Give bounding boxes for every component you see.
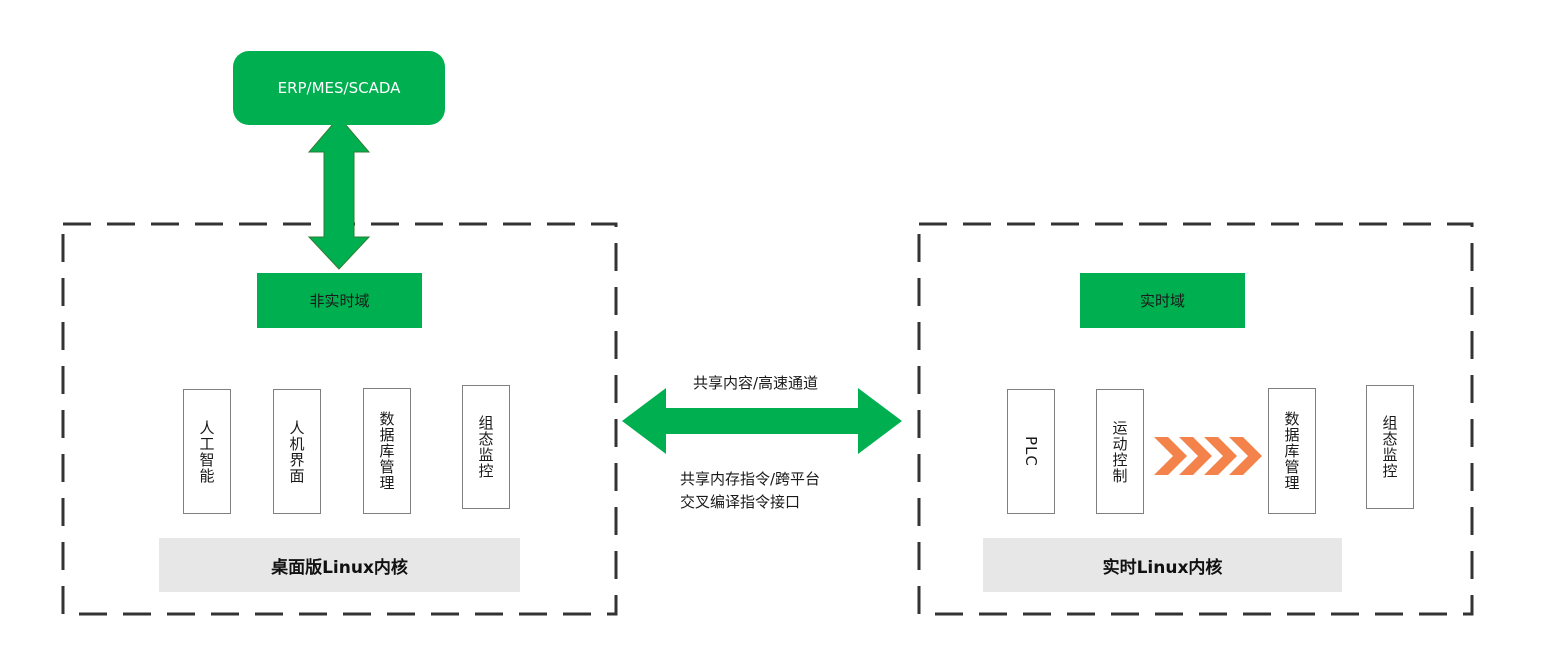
realtime-domain-label: 实时域 <box>1139 292 1185 310</box>
vertical-double-arrow-icon <box>307 116 371 270</box>
right-module-motion-control: 运动控制 <box>1096 389 1144 514</box>
left-module-ai: 人工智能 <box>183 389 231 514</box>
left-module-ai-label: 人工智能 <box>197 419 216 484</box>
right-module-plc: PLC <box>1007 389 1055 514</box>
desktop-linux-kernel-bar: 桌面版Linux内核 <box>159 538 520 592</box>
erp-mes-scada-box: ERP/MES/SCADA <box>233 51 445 125</box>
realtime-linux-kernel-label: 实时Linux内核 <box>1102 557 1223 578</box>
right-module-scada-monitor-label: 组态监控 <box>1380 415 1399 479</box>
left-module-scada-monitor: 组态监控 <box>462 385 510 509</box>
right-module-scada-monitor: 组态监控 <box>1366 385 1414 509</box>
chevron-chain-icon <box>1154 437 1262 475</box>
right-module-plc-label: PLC <box>1022 436 1040 467</box>
link-bottom-label-line2: 交叉编译指令接口 <box>680 493 801 511</box>
right-module-motion-control-label: 运动控制 <box>1110 419 1129 484</box>
erp-mes-scada-label: ERP/MES/SCADA <box>277 79 401 97</box>
right-module-database: 数据库管理 <box>1268 388 1316 514</box>
left-module-database: 数据库管理 <box>363 388 411 514</box>
realtime-domain-box: 实时域 <box>1080 273 1245 328</box>
non-realtime-domain-box: 非实时域 <box>257 273 422 328</box>
right-module-database-label: 数据库管理 <box>1282 411 1301 491</box>
link-bottom-label-line1: 共享内存指令/跨平台 <box>680 470 821 488</box>
desktop-linux-kernel-label: 桌面版Linux内核 <box>271 557 408 578</box>
right-domain-container <box>917 222 1474 616</box>
link-top-label: 共享内容/高速通道 <box>693 374 819 392</box>
left-module-hmi-label: 人机界面 <box>287 419 306 484</box>
horizontal-double-arrow-icon <box>622 388 902 454</box>
realtime-linux-kernel-bar: 实时Linux内核 <box>983 538 1342 592</box>
left-module-hmi: 人机界面 <box>273 389 321 514</box>
left-module-database-label: 数据库管理 <box>377 411 396 491</box>
non-realtime-domain-label: 非实时域 <box>309 292 370 310</box>
left-module-scada-monitor-label: 组态监控 <box>476 415 495 479</box>
